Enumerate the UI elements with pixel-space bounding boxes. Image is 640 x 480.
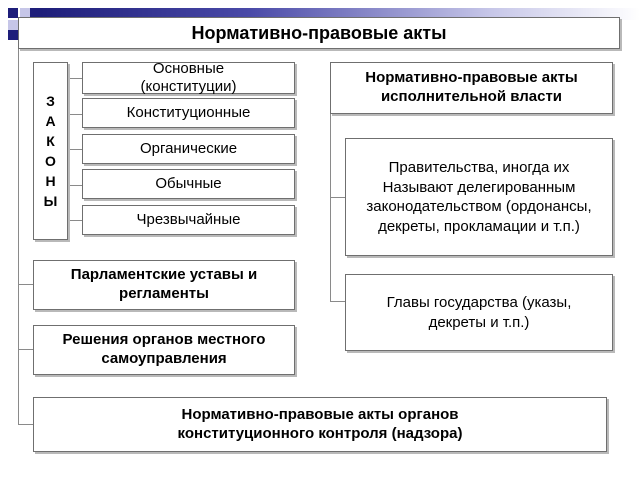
page-title: Нормативно-правовые акты bbox=[18, 17, 620, 49]
constitutional-control-box: Нормативно-правовые акты органов констит… bbox=[33, 397, 607, 452]
parliament-label: Парламентские уставы и регламенты bbox=[70, 266, 258, 302]
heads-of-state-label: Главы государства (указы, декреты и т.п.… bbox=[386, 294, 572, 331]
local-government-label: Решения органов местного самоуправления bbox=[62, 331, 266, 367]
law-item-label: Чрезвычайные bbox=[136, 210, 241, 228]
title-text: Нормативно-правовые акты bbox=[191, 22, 447, 43]
laws-letter: З bbox=[46, 93, 55, 109]
local-government-box: Решения органов местного самоуправления bbox=[33, 325, 295, 375]
law-item-basic: Основные (конституции) bbox=[82, 60, 295, 95]
law-item-constitutional: Конституционные bbox=[82, 98, 295, 128]
law-item-organic: Органические bbox=[82, 134, 295, 164]
laws-letter: О bbox=[45, 153, 56, 169]
constitutional-control-label: Нормативно-правовые акты органов констит… bbox=[177, 405, 463, 442]
law-item-label: Обычные bbox=[155, 174, 222, 192]
executive-header-box: Нормативно-правовые акты исполнительной … bbox=[330, 62, 613, 114]
law-item-label: Конституционные bbox=[126, 103, 251, 121]
law-item-ordinary: Обычные bbox=[82, 169, 295, 199]
law-item-label: Основные (конституции) bbox=[140, 60, 237, 95]
law-item-emergency: Чрезвычайные bbox=[82, 205, 295, 235]
laws-letter: Н bbox=[45, 173, 56, 189]
executive-header-label: Нормативно-правовые акты исполнительной … bbox=[365, 69, 578, 105]
laws-letter: Ы bbox=[43, 193, 58, 209]
laws-label-box: З А К О Н Ы bbox=[33, 62, 68, 240]
law-item-label: Органические bbox=[139, 139, 238, 157]
laws-letter: К bbox=[46, 133, 55, 149]
government-box: Правительства, иногда их Называют делеги… bbox=[345, 138, 613, 256]
parliament-box: Парламентские уставы и регламенты bbox=[33, 260, 295, 310]
heads-of-state-box: Главы государства (указы, декреты и т.п.… bbox=[345, 274, 613, 351]
laws-letter: А bbox=[45, 113, 56, 129]
government-label: Правительства, иногда их Называют делеги… bbox=[366, 159, 592, 235]
